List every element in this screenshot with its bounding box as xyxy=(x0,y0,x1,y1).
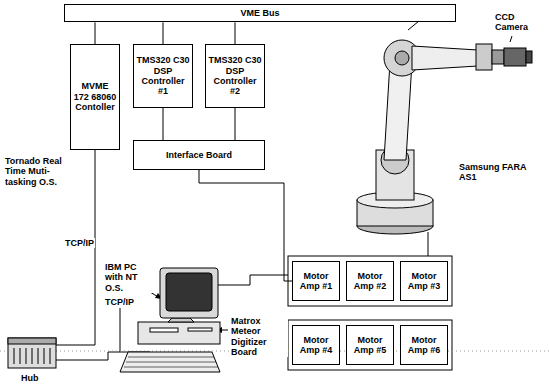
box-text: Motor Amp #2 xyxy=(349,271,391,292)
robot-illustration xyxy=(357,6,532,234)
hub-device xyxy=(8,338,56,368)
interface-box: Interface Board xyxy=(133,140,265,170)
amp-frame xyxy=(288,320,452,370)
protocol-label: TCP/IP xyxy=(64,238,95,248)
box-text: Motor Amp #4 xyxy=(295,335,337,356)
dsp-box: TMS320 C30 DSP Controller #2 xyxy=(205,44,265,108)
box-text: Interface Board xyxy=(166,150,232,160)
protocol-label: TCP/IP xyxy=(104,297,135,307)
amp-box: Motor Amp #5 xyxy=(346,325,394,365)
box-text: VME Bus xyxy=(240,8,279,18)
robot-label: Samsung FARA AS1 xyxy=(458,162,532,183)
amp-box: Motor Amp #6 xyxy=(400,325,448,365)
wiring xyxy=(0,150,549,370)
connector xyxy=(235,108,236,140)
pc-label: IBM PC with NT O.S. xyxy=(104,262,152,293)
amp-frame xyxy=(288,256,452,306)
robot-cable xyxy=(428,232,429,256)
connector xyxy=(235,22,236,44)
amp-box: Motor Amp #2 xyxy=(346,261,394,301)
box-text: TMS320 C30 DSP Controller #1 xyxy=(136,55,190,96)
os-note: Tornado Real Time Muti-tasking O.S. xyxy=(4,156,70,187)
amp-box: Motor Amp #4 xyxy=(292,325,340,365)
connector xyxy=(95,22,96,44)
controller-box: MVME 172 68060 Contoller xyxy=(70,44,120,150)
amp-box: Motor Amp #3 xyxy=(400,261,448,301)
box-text: Motor Amp #5 xyxy=(349,335,391,356)
connector xyxy=(163,22,164,44)
board-label: Matrox Meteor Digitizer Board xyxy=(230,316,288,357)
connector xyxy=(199,170,292,281)
amp-box: Motor Amp #1 xyxy=(292,261,340,301)
hub-label: Hub xyxy=(20,373,40,383)
leader-line xyxy=(120,308,121,352)
box-text: Motor Amp #3 xyxy=(403,271,445,292)
bus-box: VME Bus xyxy=(64,4,456,22)
control-cable xyxy=(218,275,288,285)
camera-label: CCD Camera xyxy=(494,12,546,33)
box-text: Motor Amp #6 xyxy=(403,335,445,356)
box-text: TMS320 C30 DSP Controller #2 xyxy=(208,55,262,96)
connector xyxy=(163,108,164,140)
box-text: Motor Amp #1 xyxy=(295,271,337,292)
dsp-box: TMS320 C30 DSP Controller #1 xyxy=(133,44,193,108)
box-text: MVME 172 68060 Contoller xyxy=(73,81,117,112)
